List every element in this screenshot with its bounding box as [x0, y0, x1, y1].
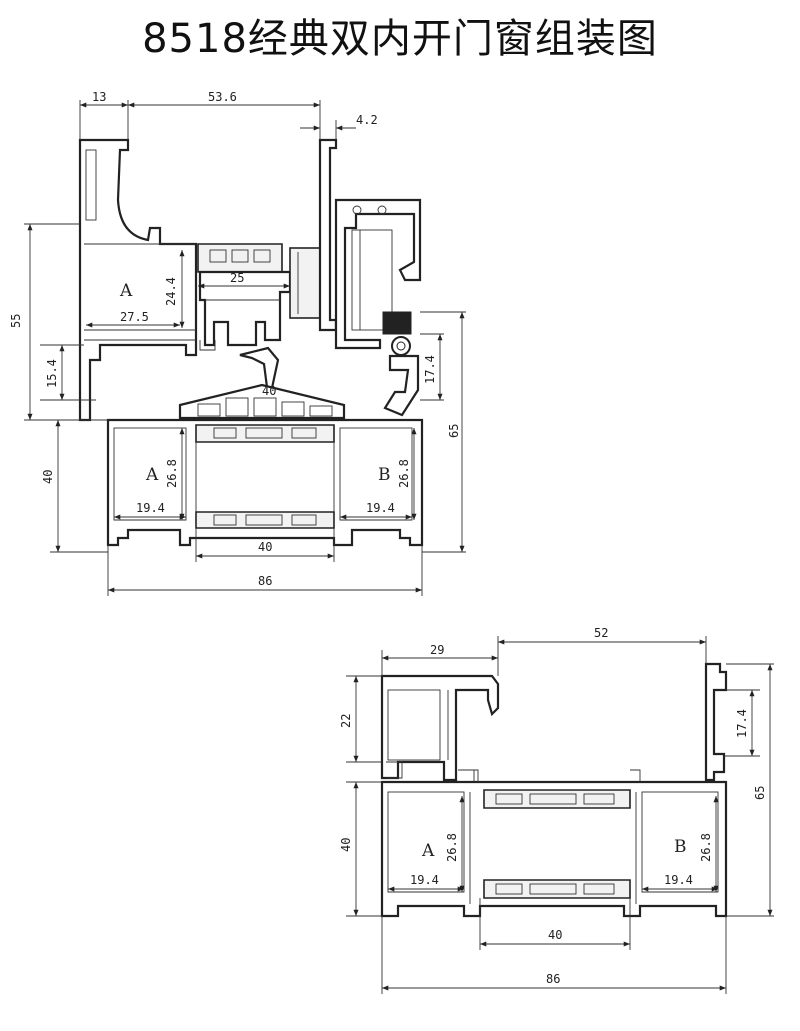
top-frame-chamber-lines [84, 329, 196, 341]
dim-29: 29 [430, 643, 444, 657]
dim-19-4-b: 19.4 [366, 501, 395, 515]
dim-65-bottom: 65 [753, 786, 767, 800]
top-upper-insulation-strip [195, 424, 335, 443]
dim-19-4-b-bottom: 19.4 [664, 873, 693, 887]
top-thermal-break [197, 243, 283, 273]
top-inner-frame-right [318, 138, 338, 332]
top-black-gasket [382, 311, 412, 335]
top-sash-chamber [351, 229, 393, 331]
top-frame-inner-wall [85, 149, 97, 221]
dim-24-4: 24.4 [164, 277, 178, 306]
dim-40-left: 40 [41, 470, 55, 484]
dim-26-8-a: 26.8 [165, 459, 179, 488]
dim-53-6: 53.6 [208, 90, 237, 104]
dim-40-bottom: 40 [258, 540, 272, 554]
top-frame-left-profile [78, 138, 198, 422]
dim-86-bottom: 86 [546, 972, 560, 986]
label-a-lower: A [145, 465, 159, 485]
dim-26-8-a-bottom: 26.8 [445, 833, 459, 862]
dim-25: 25 [230, 271, 244, 285]
dim-55: 55 [9, 314, 23, 328]
page-title: 8518经典双内开门窗组装图 [142, 16, 658, 62]
dim-17-4-bottom: 17.4 [735, 709, 749, 738]
bottom-lower-frame [380, 780, 728, 918]
label-a-bottom: A [421, 841, 435, 861]
label-a-upper: A [119, 281, 133, 301]
dim-15-4: 15.4 [45, 359, 59, 388]
top-sash-center-profile [198, 270, 292, 347]
bottom-lower-insulation [483, 879, 631, 899]
dim-40-left-bottom: 40 [339, 838, 353, 852]
dim-26-8-b: 26.8 [397, 459, 411, 488]
dim-65: 65 [447, 424, 461, 438]
top-lower-insulation-strip [195, 511, 335, 529]
dim-40-bottom-2: 40 [548, 928, 562, 942]
dim-40-mid: 40 [262, 384, 276, 398]
bottom-upper-chamber [387, 689, 441, 761]
dim-26-8-b-bottom: 26.8 [699, 833, 713, 862]
dim-22: 22 [339, 714, 353, 728]
dim-17-4: 17.4 [423, 355, 437, 384]
dim-4-2: 4.2 [356, 113, 378, 127]
dim-19-4-a-bottom: 19.4 [410, 873, 439, 887]
dim-13: 13 [92, 90, 106, 104]
dim-19-4-a: 19.4 [136, 501, 165, 515]
top-section-drawing: 13 53.6 4.2 55 15.4 24.4 27.5 25 A 40 17… [9, 90, 466, 596]
bottom-section-drawing: 29 52 22 40 17.4 65 A B 26.8 26.8 19.4 [339, 626, 774, 994]
top-central-thermal-arch [178, 383, 346, 420]
dim-52: 52 [594, 626, 608, 640]
bottom-right-post [704, 662, 728, 782]
dim-86: 86 [258, 574, 272, 588]
label-b-bottom: B [674, 837, 687, 857]
top-lower-right-hook [383, 354, 420, 417]
dim-27-5: 27.5 [120, 310, 149, 324]
label-b: B [378, 465, 391, 485]
bottom-upper-insulation [483, 789, 631, 809]
